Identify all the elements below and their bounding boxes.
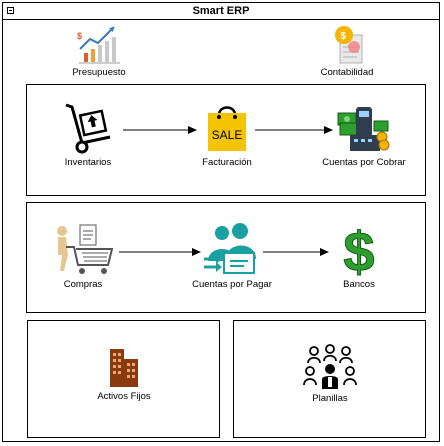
people-group-icon <box>303 344 357 389</box>
accounting-document-icon: $ <box>335 26 363 64</box>
sale-sign-text: SALE <box>212 128 243 142</box>
node-bancos[interactable]: $ Bancos <box>319 221 399 290</box>
label-compras: Compras <box>63 279 103 290</box>
title-bar: Smart ERP <box>3 3 439 20</box>
node-contabilidad[interactable]: $ Contabilidad <box>307 23 387 78</box>
payroll-group: Planillas <box>233 320 426 438</box>
arrow-compras-pagar <box>119 248 201 256</box>
label-activos-fijos: Activos Fijos <box>97 391 151 402</box>
arrow-facturacion-cobrar <box>255 126 333 134</box>
svg-text:$: $ <box>341 31 347 42</box>
fixed-assets-group: Activos Fijos <box>27 320 220 438</box>
purchases-flow-group: Compras Cuentas por Pagar $ Ban <box>26 202 426 313</box>
payment-transfer-icon <box>204 223 256 274</box>
node-presupuesto[interactable]: $ Presupuesto <box>59 23 139 78</box>
diagram-title: Smart ERP <box>192 5 250 17</box>
node-cuentas-por-cobrar[interactable]: Cuentas por Cobrar <box>309 101 419 168</box>
node-activos-fijos[interactable]: Activos Fijos <box>74 343 174 402</box>
svg-text:$: $ <box>343 221 374 277</box>
shopping-cart-person-icon <box>57 224 114 274</box>
node-cuentas-por-pagar[interactable]: Cuentas por Pagar <box>177 221 287 290</box>
sales-flow-group: Inventarios SALE Facturación <box>26 84 426 196</box>
label-inventarios: Inventarios <box>64 157 112 168</box>
svg-text:$: $ <box>77 31 82 41</box>
label-contabilidad: Contabilidad <box>320 67 374 78</box>
smart-erp-container: Smart ERP $ Presupuesto $ Contabilidad <box>2 2 440 442</box>
label-presupuesto: Presupuesto <box>72 67 126 78</box>
node-planillas[interactable]: Planillas <box>280 343 380 404</box>
label-planillas: Planillas <box>312 393 348 404</box>
node-compras[interactable]: Compras <box>43 221 123 290</box>
node-inventarios[interactable]: Inventarios <box>43 101 133 168</box>
label-bancos: Bancos <box>343 279 375 290</box>
sale-bag-icon: SALE <box>208 106 246 151</box>
dollar-sign-icon: $ <box>343 221 375 277</box>
collapse-button[interactable] <box>7 7 14 14</box>
budget-chart-icon: $ <box>77 26 120 64</box>
arrow-inventarios-facturacion <box>123 126 197 134</box>
cash-register-icon <box>337 107 390 151</box>
label-cuentas-por-cobrar: Cuentas por Cobrar <box>322 157 406 168</box>
label-cuentas-por-pagar: Cuentas por Pagar <box>192 279 272 290</box>
building-icon <box>110 349 138 387</box>
label-facturacion: Facturación <box>202 157 252 168</box>
arrow-pagar-bancos <box>263 248 329 256</box>
hand-truck-icon <box>65 103 111 154</box>
node-facturacion[interactable]: SALE Facturación <box>177 101 277 168</box>
